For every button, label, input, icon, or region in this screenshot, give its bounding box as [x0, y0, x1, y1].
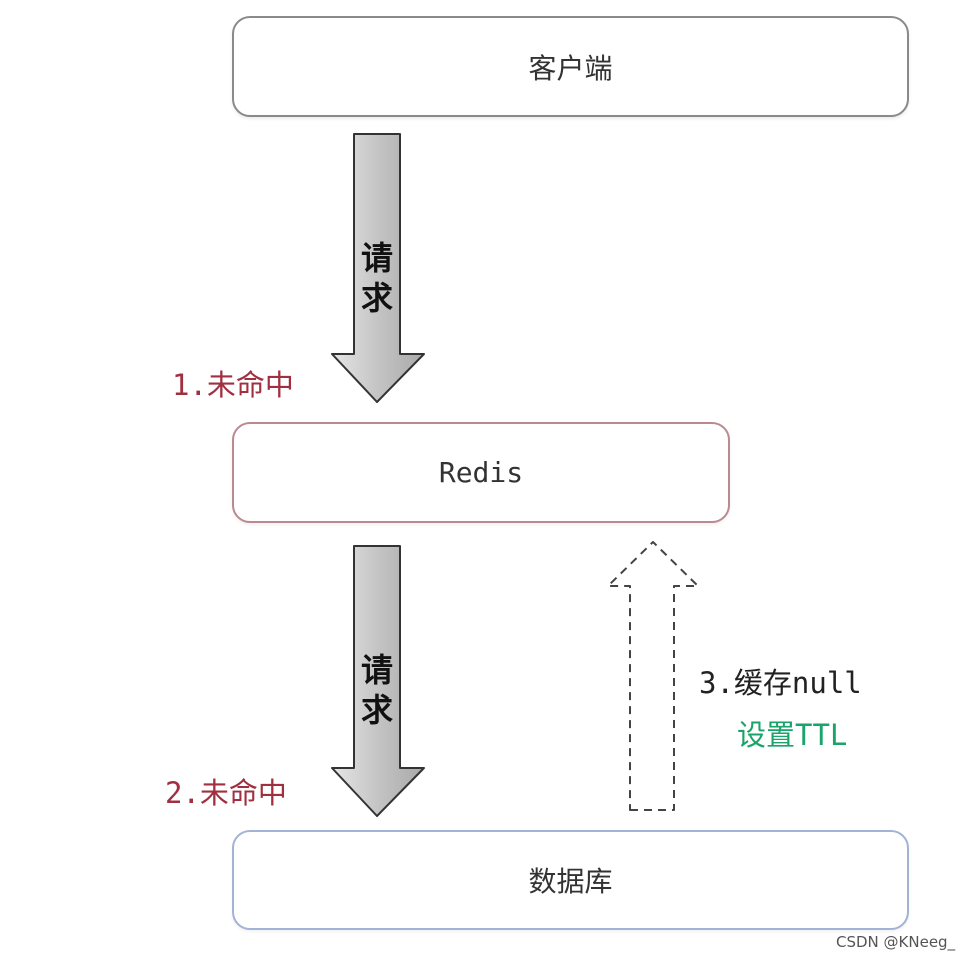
- database-label: 数据库: [528, 865, 613, 898]
- client-node: 客户端: [232, 16, 909, 117]
- redis-label: Redis: [438, 456, 524, 489]
- cache-miss-note-2: 2.未命中: [165, 776, 287, 810]
- cache-null-arrow: [607, 541, 699, 811]
- request-arrow-2: [331, 545, 425, 817]
- cache-miss-note-1: 1.未命中: [172, 368, 294, 402]
- request-label-1: 请 求: [360, 239, 393, 317]
- watermark: CSDN @KNeeg_: [836, 933, 956, 951]
- redis-node: Redis: [232, 422, 730, 523]
- cache-null-note: 3.缓存null: [699, 666, 862, 700]
- client-label: 客户端: [528, 51, 613, 85]
- database-node: 数据库: [232, 830, 909, 930]
- request-arrow-1: [331, 133, 425, 403]
- set-ttl-note: 设置TTL: [737, 718, 848, 752]
- request-label-2: 请 求: [360, 651, 393, 729]
